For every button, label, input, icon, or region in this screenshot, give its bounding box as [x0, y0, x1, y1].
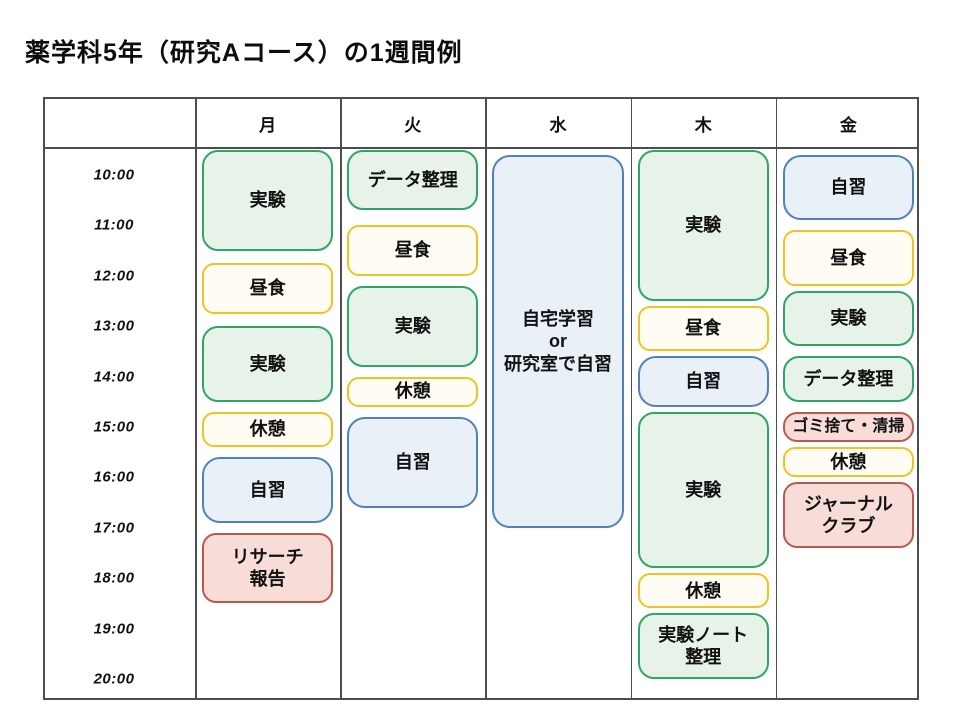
header-underline [45, 147, 917, 149]
column-divider [630, 99, 633, 698]
time-label: 18:00 [93, 569, 135, 587]
schedule-table: 月 火 水 木 金 10:00 11:00 12:00 13:00 14:00 15:00 16:00… [43, 97, 919, 700]
schedule-event-fri-self: 自習 [782, 154, 914, 221]
schedule-event-thu-self: 自習 [637, 356, 769, 407]
time-label: 16:00 [93, 468, 135, 486]
column-divider [195, 99, 197, 698]
schedule-event-tue-lab: データ整理 [347, 149, 479, 211]
time-label: 17:00 [93, 519, 135, 537]
schedule-event-mon-break: 昼食 [202, 263, 334, 314]
schedule-event-tue-break: 昼食 [347, 225, 479, 276]
schedule-event-mon-break: 休憩 [202, 411, 334, 448]
schedule-event-fri-special: ジャーナル クラブ [782, 482, 914, 548]
schedule-event-fri-lab: 実験 [782, 290, 914, 347]
time-label: 10:00 [93, 166, 135, 184]
schedule-event-thu-lab: 実験ノート 整理 [637, 613, 769, 679]
schedule-event-mon-lab: 実験 [202, 149, 334, 251]
schedule-event-mon-special: リサーチ 報告 [202, 532, 334, 604]
schedule-event-tue-self: 自習 [347, 416, 479, 508]
time-label: 13:00 [93, 317, 135, 335]
column-divider [485, 99, 487, 698]
schedule-event-thu-lab: 実験 [637, 149, 769, 301]
column-divider [340, 99, 342, 698]
schedule-event-fri-break: 昼食 [782, 230, 914, 286]
schedule-event-tue-lab: 実験 [347, 285, 479, 367]
schedule-event-fri-lab: データ整理 [782, 356, 914, 402]
day-header-fri: 金 [839, 115, 857, 135]
time-label: 15:00 [93, 418, 135, 436]
time-label: 12:00 [93, 267, 135, 285]
schedule-event-tue-break: 休憩 [347, 376, 479, 407]
schedule-event-mon-self: 自習 [202, 457, 334, 523]
schedule-event-wed-self: 自宅学習 or 研究室で自習 [492, 154, 624, 528]
time-label: 19:00 [93, 620, 135, 638]
schedule-event-mon-lab: 実験 [202, 326, 334, 402]
day-header-wed: 水 [549, 115, 567, 135]
column-divider [775, 99, 778, 698]
schedule-event-fri-break: 休憩 [782, 447, 914, 478]
schedule-event-thu-lab: 実験 [637, 411, 769, 569]
day-header-tue: 火 [404, 115, 422, 135]
time-label: 11:00 [94, 216, 134, 234]
time-label: 20:00 [93, 670, 135, 688]
page-title: 薬学科5年（研究Aコース）の1週間例 [25, 39, 463, 67]
schedule-event-fri-special: ゴミ捨て・清掃 [782, 411, 914, 443]
time-label: 14:00 [93, 368, 135, 386]
day-header-thu: 木 [694, 115, 712, 135]
schedule-event-thu-break: 休憩 [637, 573, 769, 609]
day-header-mon: 月 [259, 115, 277, 135]
schedule-event-thu-break: 昼食 [637, 306, 769, 352]
